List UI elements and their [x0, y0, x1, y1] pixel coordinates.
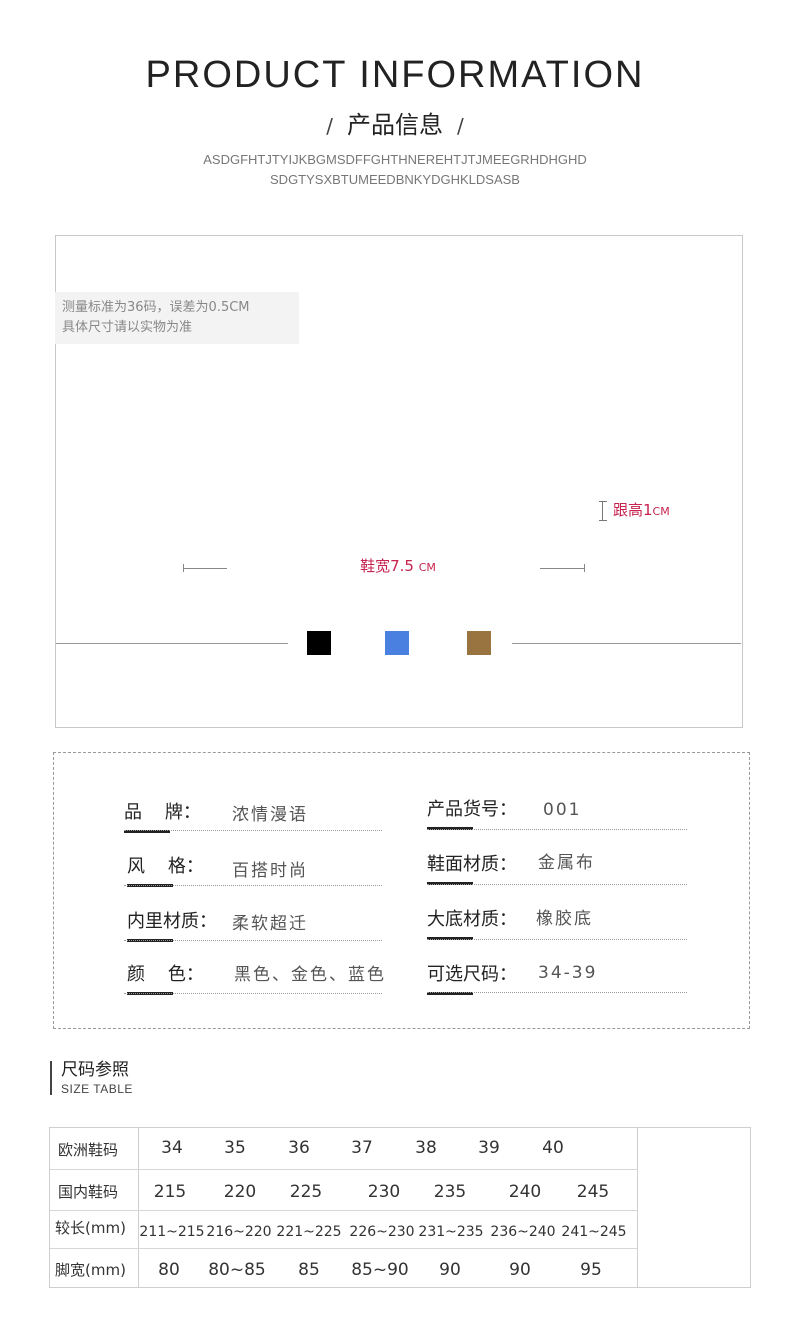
size-table	[49, 1127, 751, 1288]
info-dots	[427, 992, 687, 993]
table-cell: 220	[223, 1182, 257, 1202]
table-row-divider	[50, 1210, 637, 1211]
letters-line-1: ASDGFHTJTYIJKBGMSDFFGHTHNEREHTJTJMEEGRHD…	[203, 152, 587, 167]
width-cap-right	[584, 564, 585, 572]
table-cell: 34	[161, 1138, 183, 1158]
page-subtitle: / 产品信息 /	[0, 108, 790, 143]
size-table-title: 尺码参照	[61, 1060, 129, 1080]
product-info-box	[53, 752, 750, 1029]
info-value-upper-material: 金属布	[538, 853, 595, 873]
shoe-width-text: 鞋宽7.5	[360, 557, 414, 575]
row-label-cn-size: 国内鞋码	[58, 1183, 119, 1201]
info-dots	[124, 993, 382, 994]
table-cell: 231~235	[418, 1224, 484, 1240]
width-line-left	[183, 568, 227, 569]
table-col-divider	[637, 1128, 638, 1287]
info-dots	[124, 830, 382, 831]
table-cell: 226~230	[349, 1224, 415, 1240]
info-label-style: 风 格：	[127, 854, 204, 887]
table-cell: 236~240	[490, 1224, 556, 1240]
table-cell: 235	[433, 1182, 467, 1202]
info-label-color: 颜 色：	[127, 962, 204, 995]
table-cell: 95	[580, 1260, 602, 1280]
table-row-divider	[50, 1248, 637, 1249]
info-label-upper-material: 鞋面材质：	[427, 852, 517, 885]
table-cell: 90	[439, 1260, 461, 1280]
color-swatch-black[interactable]	[307, 631, 331, 655]
info-label-brand: 品 牌：	[124, 800, 201, 833]
table-cell: 245	[576, 1182, 610, 1202]
color-swatch-blue[interactable]	[385, 631, 409, 655]
info-label-sizes: 可选尺码：	[427, 962, 517, 995]
table-cell: 37	[351, 1138, 373, 1158]
table-cell: 38	[415, 1138, 437, 1158]
slash-right: /	[457, 114, 464, 138]
table-row-divider	[50, 1169, 637, 1170]
size-table-subtitle: SIZE TABLE	[61, 1082, 133, 1096]
size-table-accent-bar	[50, 1061, 52, 1095]
info-value-lining: 柔软超迁	[232, 914, 308, 934]
shoe-width-unit: CM	[418, 561, 436, 574]
table-cell: 215	[153, 1182, 187, 1202]
info-value-brand: 浓情漫语	[232, 805, 308, 825]
width-line-right	[540, 568, 584, 569]
info-label-sole-material: 大底材质：	[427, 907, 517, 940]
table-cell: 241~245	[561, 1224, 627, 1240]
measurement-note: 测量标准为36码，误差为0.5CM 具体尺寸请以实物为准	[55, 292, 299, 344]
table-cell: 85	[298, 1260, 320, 1280]
row-label-length: 较长(mm)	[55, 1219, 126, 1237]
info-dots	[427, 884, 687, 885]
info-value-sole-material: 橡胶底	[536, 909, 593, 929]
note-line-1: 测量标准为36码，误差为0.5CM	[62, 300, 250, 315]
table-cell: 240	[508, 1182, 542, 1202]
table-cell: 35	[224, 1138, 246, 1158]
color-swatch-brown[interactable]	[467, 631, 491, 655]
note-line-2: 具体尺寸请以实物为准	[62, 320, 193, 335]
table-cell: 39	[478, 1138, 500, 1158]
info-dots	[124, 885, 382, 886]
info-value-item-no: 001	[543, 800, 582, 820]
table-cell: 225	[289, 1182, 323, 1202]
info-dots	[124, 940, 382, 941]
letters-line-2: SDGTYSXBTUMEEDBNKYDGHKLDSASB	[270, 172, 520, 187]
info-value-sizes: 34-39	[538, 963, 598, 983]
info-label-lining: 内里材质：	[127, 909, 217, 942]
info-value-style: 百搭时尚	[232, 861, 308, 881]
heel-height-label: 跟高1CM	[599, 499, 670, 521]
table-cell: 85~90	[351, 1260, 409, 1280]
shoe-width-label: 鞋宽7.5 CM	[300, 555, 496, 576]
info-label-item-no: 产品货号：	[427, 797, 517, 830]
slash-left: /	[326, 114, 333, 138]
table-cell: 216~220	[206, 1224, 272, 1240]
info-dots	[427, 939, 687, 940]
table-cell: 230	[367, 1182, 401, 1202]
table-cell: 80~85	[208, 1260, 266, 1280]
table-cell: 211~215	[139, 1224, 205, 1240]
heel-unit: CM	[652, 505, 670, 518]
table-cell: 80	[158, 1260, 180, 1280]
heel-measure-icon	[599, 500, 607, 521]
divider-left	[56, 643, 288, 644]
page-title: PRODUCT INFORMATION	[145, 54, 645, 96]
heel-height-text: 跟高1	[613, 501, 653, 519]
info-dots	[427, 829, 687, 830]
decorative-letters: ASDGFHTJTYIJKBGMSDFFGHTHNEREHTJTJMEEGRHD…	[0, 150, 790, 190]
info-value-color: 黑色、金色、蓝色	[234, 965, 386, 985]
table-cell: 36	[288, 1138, 310, 1158]
row-label-eu-size: 欧洲鞋码	[58, 1141, 119, 1159]
table-col-divider	[138, 1128, 139, 1287]
table-cell: 221~225	[276, 1224, 342, 1240]
width-cap-left	[183, 564, 184, 572]
table-cell: 90	[509, 1260, 531, 1280]
row-label-width: 脚宽(mm)	[55, 1261, 126, 1279]
product-image-frame	[55, 235, 743, 728]
divider-right	[512, 643, 741, 644]
table-cell: 40	[542, 1138, 564, 1158]
subtitle-text: 产品信息	[347, 111, 443, 139]
